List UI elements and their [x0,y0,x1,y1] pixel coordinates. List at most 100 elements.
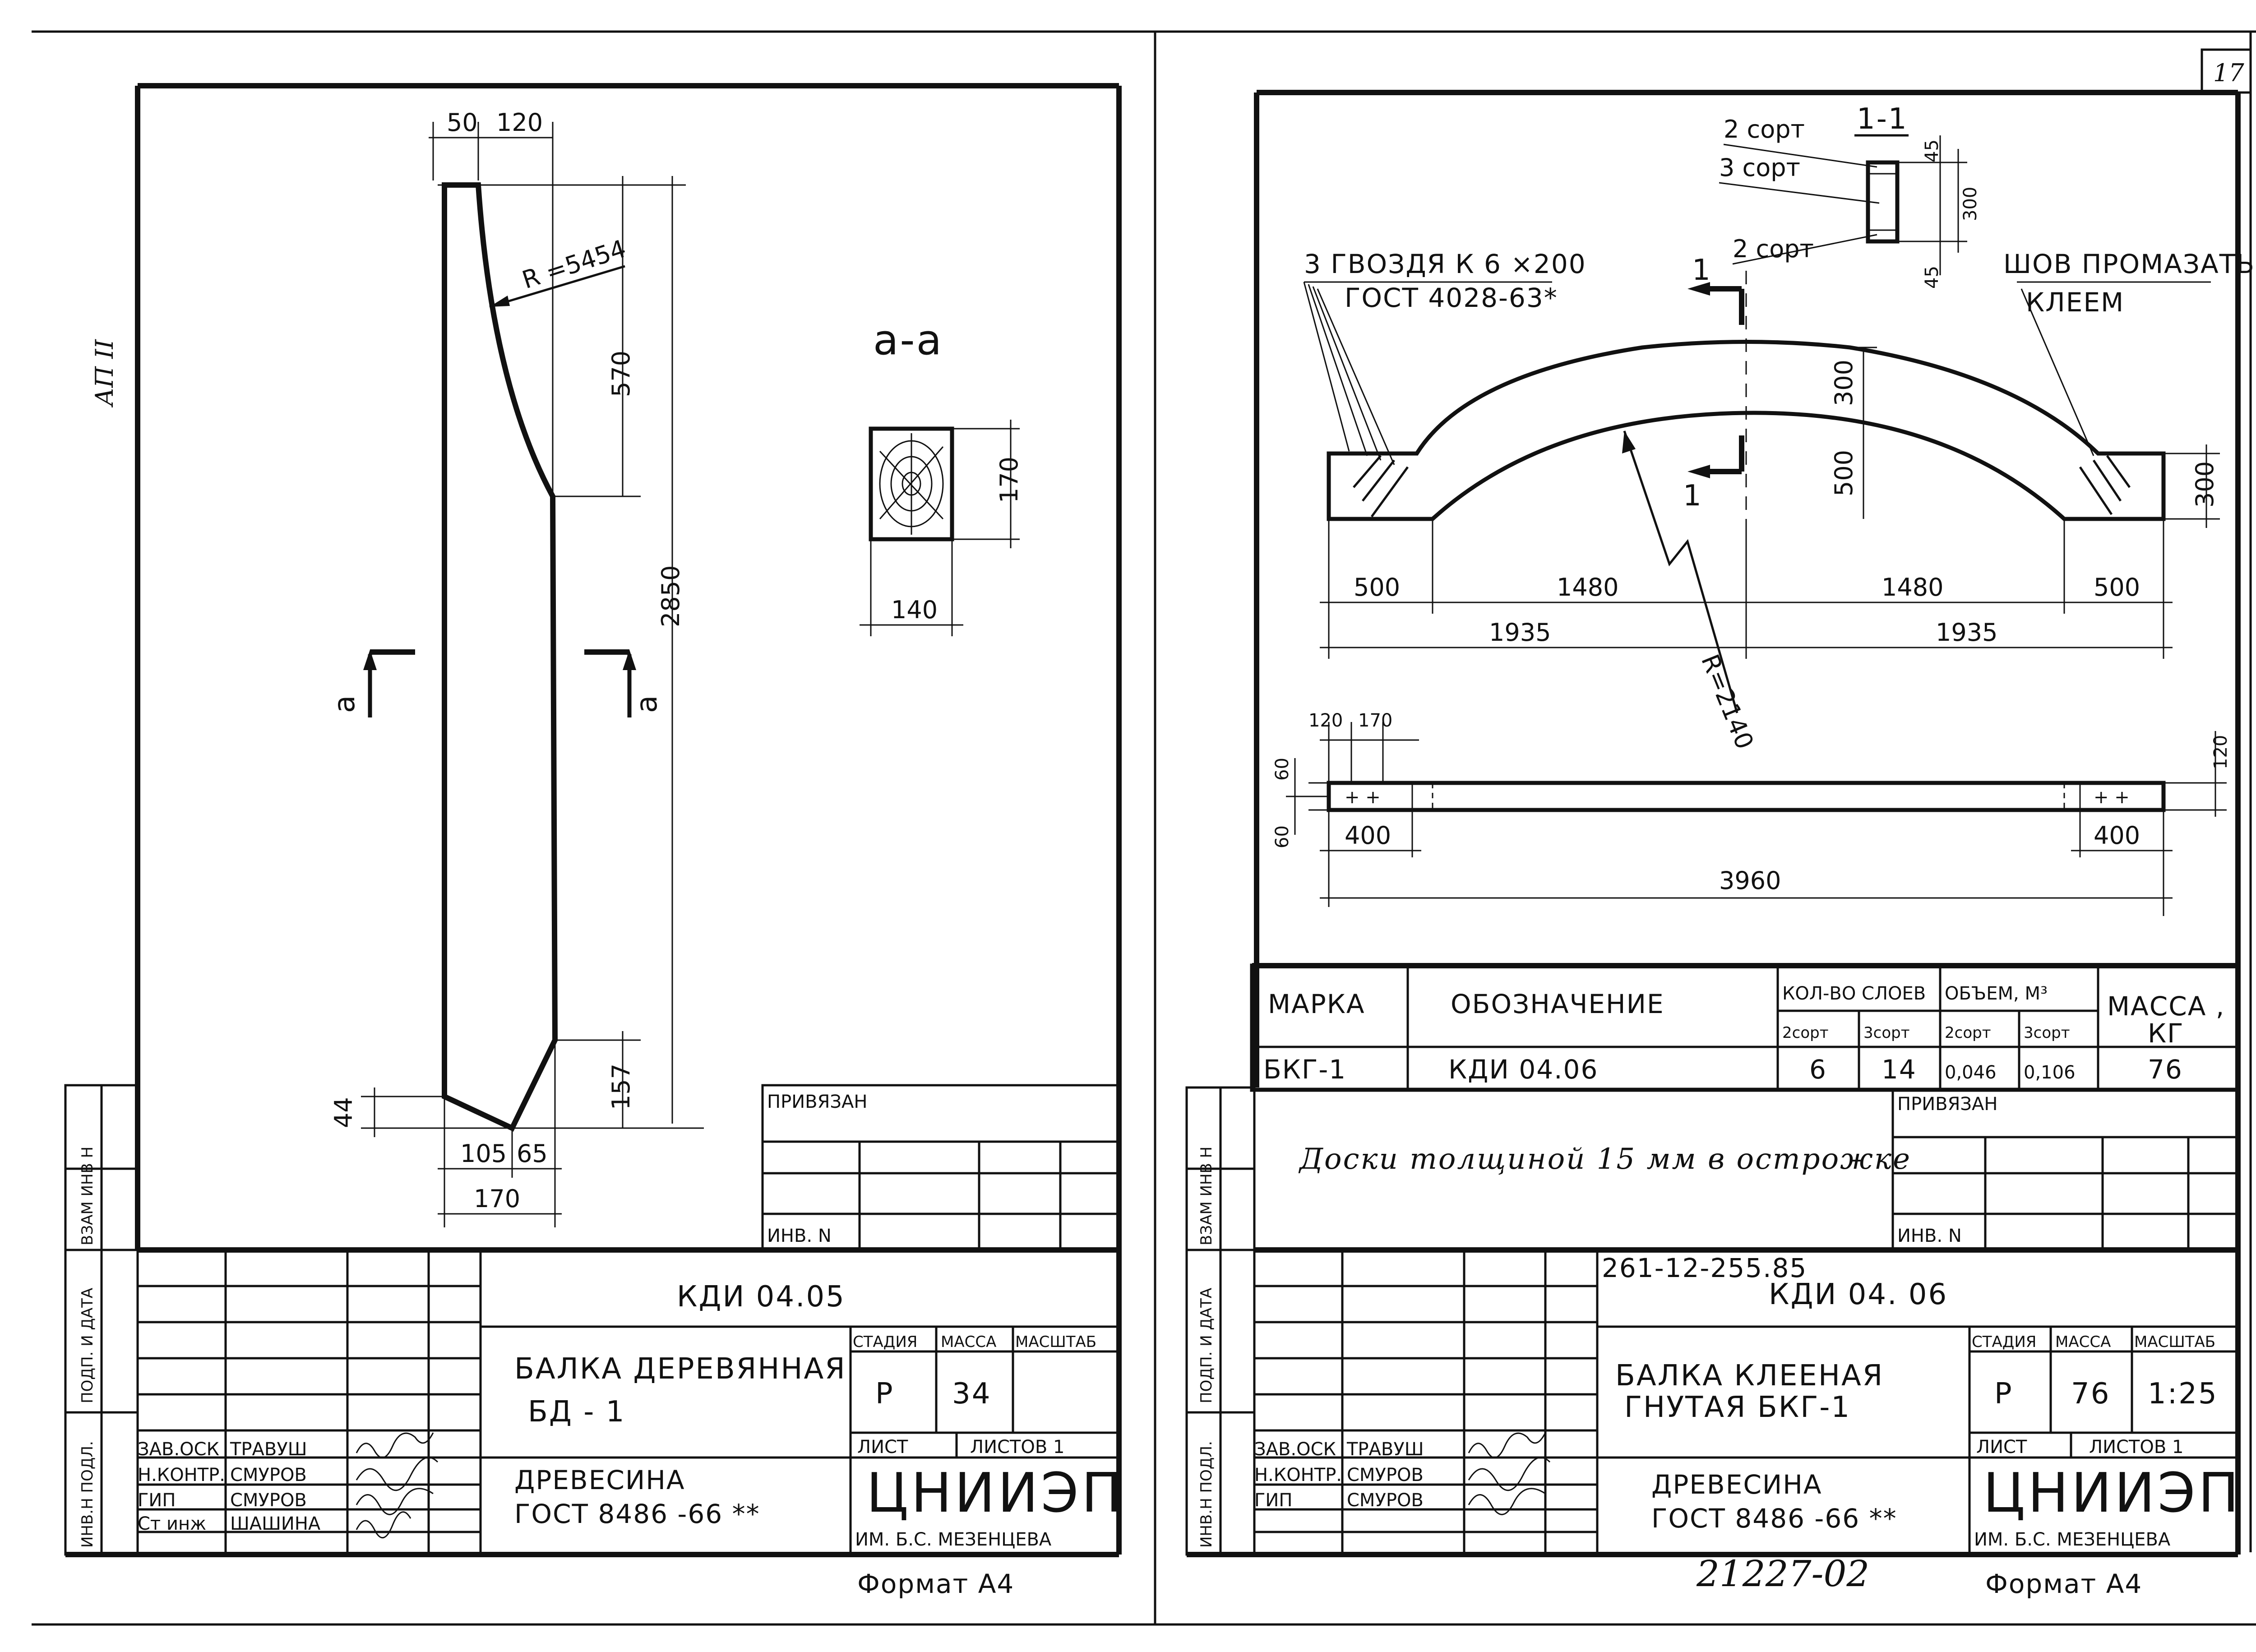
section-title-aa: а-а [873,316,943,364]
title-left-line2: БД - 1 [528,1395,625,1429]
section-mark-a-right: а [630,694,664,713]
spec-header-obem: ОБЪЕМ, М³ [1945,983,2048,1004]
spec-row-obem-3: 0,106 [2024,1062,2076,1083]
dim-aa-170: 170 [995,457,1023,503]
dim-500-left: 500 [1354,573,1400,602]
note-seam-line2: КЛЕЕМ [2026,287,2124,318]
side-label-podp-data-right: ПОДП. И ДАТА [1197,1288,1216,1403]
spec-header-kol-sloev: КОЛ-ВО СЛОЕВ [1782,983,1926,1004]
dim-500-rise: 500 [1830,450,1858,496]
privyazan-label-right: ПРИВЯЗАН [1897,1094,1997,1115]
name-0-right: ТРАВУШ [1346,1439,1424,1460]
dim-157: 157 [607,1064,635,1110]
spec-sub-3sort-b: 3сорт [2024,1024,2070,1042]
project-number: 261-12-255.85 [1602,1253,1807,1283]
left-sheet: ИНВ.Н ПОДЛ. ПОДП. И ДАТА ВЗАМ ИНВ Н 50 1… [64,83,1125,1599]
col-stadiya-left: СТАДИЯ [853,1333,917,1351]
dim-120-top: 120 [496,108,543,137]
sec-dim-45-top: 45 [1922,139,1942,162]
plan-dim-3960: 3960 [1719,866,1781,895]
beam-plan-view [1327,781,2166,812]
dim-1935-left: 1935 [1489,618,1551,647]
plan-dim-60-bottom: 60 [1272,825,1293,848]
spec-header-massa-unit: КГ [2148,1018,2184,1049]
name-0-left: ТРАВУШ [230,1439,307,1460]
dim-50: 50 [447,108,478,137]
page-number-box: 17 [2201,48,2252,94]
sec-dim-300: 300 [1960,187,1981,221]
doc-code-left: КДИ 04.05 [677,1280,846,1314]
side-label-inv-podl: ИНВ.Н ПОДЛ. [79,1441,97,1548]
org-sub-right: ИМ. Б.С. МЕЗЕНЦЕВА [1974,1529,2171,1550]
spec-row-marka: БКГ-1 [1263,1054,1346,1085]
role-1-left: Н.КОНТР. [138,1465,225,1485]
dim-1480-right: 1480 [1882,573,1943,602]
material-left-line2: ГОСТ 8486 -66 ** [514,1499,760,1529]
note-nails-line2: ГОСТ 4028-63* [1345,282,1558,313]
col-massa-left: МАССА [941,1333,996,1351]
role-1-right: Н.КОНТР. [1254,1465,1342,1485]
dim-500-right: 500 [2094,573,2140,602]
material-right-line2: ГОСТ 8486 -66 ** [1651,1503,1897,1534]
section-mark-a-left: а [328,694,361,713]
spec-row-sloev-3: 14 [1882,1054,1917,1085]
margin-label-left: АП II [90,339,119,408]
spec-header-oboznachenie: ОБОЗНАЧЕНИЕ [1451,989,1664,1019]
list-label-right: ЛИСТ [1976,1437,2027,1458]
beam-bd1-outline [442,182,558,1132]
dim-2850: 2850 [656,565,685,627]
role-3-left: Ст инж [138,1513,206,1534]
org-logo-left: ЦНИИЭП [866,1462,1125,1525]
spec-table: МАРКА ОБОЗНАЧЕНИЕ КОЛ-ВО СЛОЕВ ОБЪЕМ, М³… [1250,963,2240,1092]
dim-570: 570 [607,351,635,397]
massa-value-right: 76 [2071,1377,2110,1411]
role-2-left: ГИП [138,1490,176,1511]
org-logo-right: ЦНИИЭП [1983,1462,2242,1525]
spec-row-sloev-2: 6 [1809,1054,1827,1085]
title-right-line2: ГНУТАЯ БКГ-1 [1624,1391,1851,1424]
title-right-line1: БАЛКА КЛЕЕНАЯ [1615,1359,1884,1393]
inv-n-label: ИНВ. N [767,1226,832,1246]
privyazan-label: ПРИВЯЗАН [767,1092,867,1112]
drawing-archive-number: 21227-02 [1696,1553,1869,1595]
massa-value-left: 34 [952,1377,991,1411]
material-right-line1: ДРЕВЕСИНА [1651,1469,1822,1500]
dim-aa-140: 140 [891,596,938,624]
spec-row-massa: 76 [2148,1054,2183,1085]
name-2-right: СМУРОВ [1347,1490,1424,1511]
dim-44: 44 [329,1097,358,1128]
beam-bkg1-outline [1327,340,2166,521]
doc-code-right: КДИ 04. 06 [1769,1278,1948,1311]
signatures-right [1468,1432,1551,1515]
col-masshtab-right: МАСШТАБ [2134,1333,2215,1351]
spec-sub-3sort-a: 3сорт [1863,1024,1910,1042]
section-mark-1-top: 1 [1692,254,1712,287]
side-label-vzam-inv: ВЗАМ ИНВ Н [79,1147,97,1245]
sec-grade-middle: 3 сорт [1719,153,1800,182]
page-number: 17 [2213,59,2244,87]
note-nails-line1: 3 ГВОЗДЯ К 6 ×200 [1304,249,1586,279]
name-3-left: ШАШИНА [230,1513,321,1534]
note-boards: Доски толщиной 15 мм в острожке [1298,1143,1911,1176]
format-label-right: Формат А4 [1985,1569,2142,1599]
spec-sub-2sort-b: 2сорт [1945,1024,1991,1042]
stadiya-value-right: Р [1994,1377,2013,1411]
side-label-inv-podl-right: ИНВ.Н ПОДЛ. [1197,1441,1216,1548]
plan-dim-60-top: 60 [1272,758,1293,781]
section-mark-1-bottom: 1 [1683,479,1703,513]
spec-header-massa: МАССА , [2107,991,2225,1022]
sec-dim-45-bottom: 45 [1922,266,1942,289]
side-label-vzam-inv-right: ВЗАМ ИНВ Н [1197,1147,1216,1245]
list-label-left: ЛИСТ [857,1437,908,1458]
listov-label-right: ЛИСТОВ 1 [2089,1437,2183,1458]
name-2-left: СМУРОВ [230,1490,307,1511]
plan-dim-400-left: 400 [1345,821,1391,850]
spec-sub-2sort-a: 2сорт [1782,1024,1829,1042]
dim-105: 105 [460,1139,507,1168]
dim-300-end: 300 [2191,461,2219,508]
dim-radius-bkg: R=2140 [1696,650,1759,753]
stadiya-value-left: Р [875,1377,894,1411]
section-aa-crosssection [869,426,954,541]
